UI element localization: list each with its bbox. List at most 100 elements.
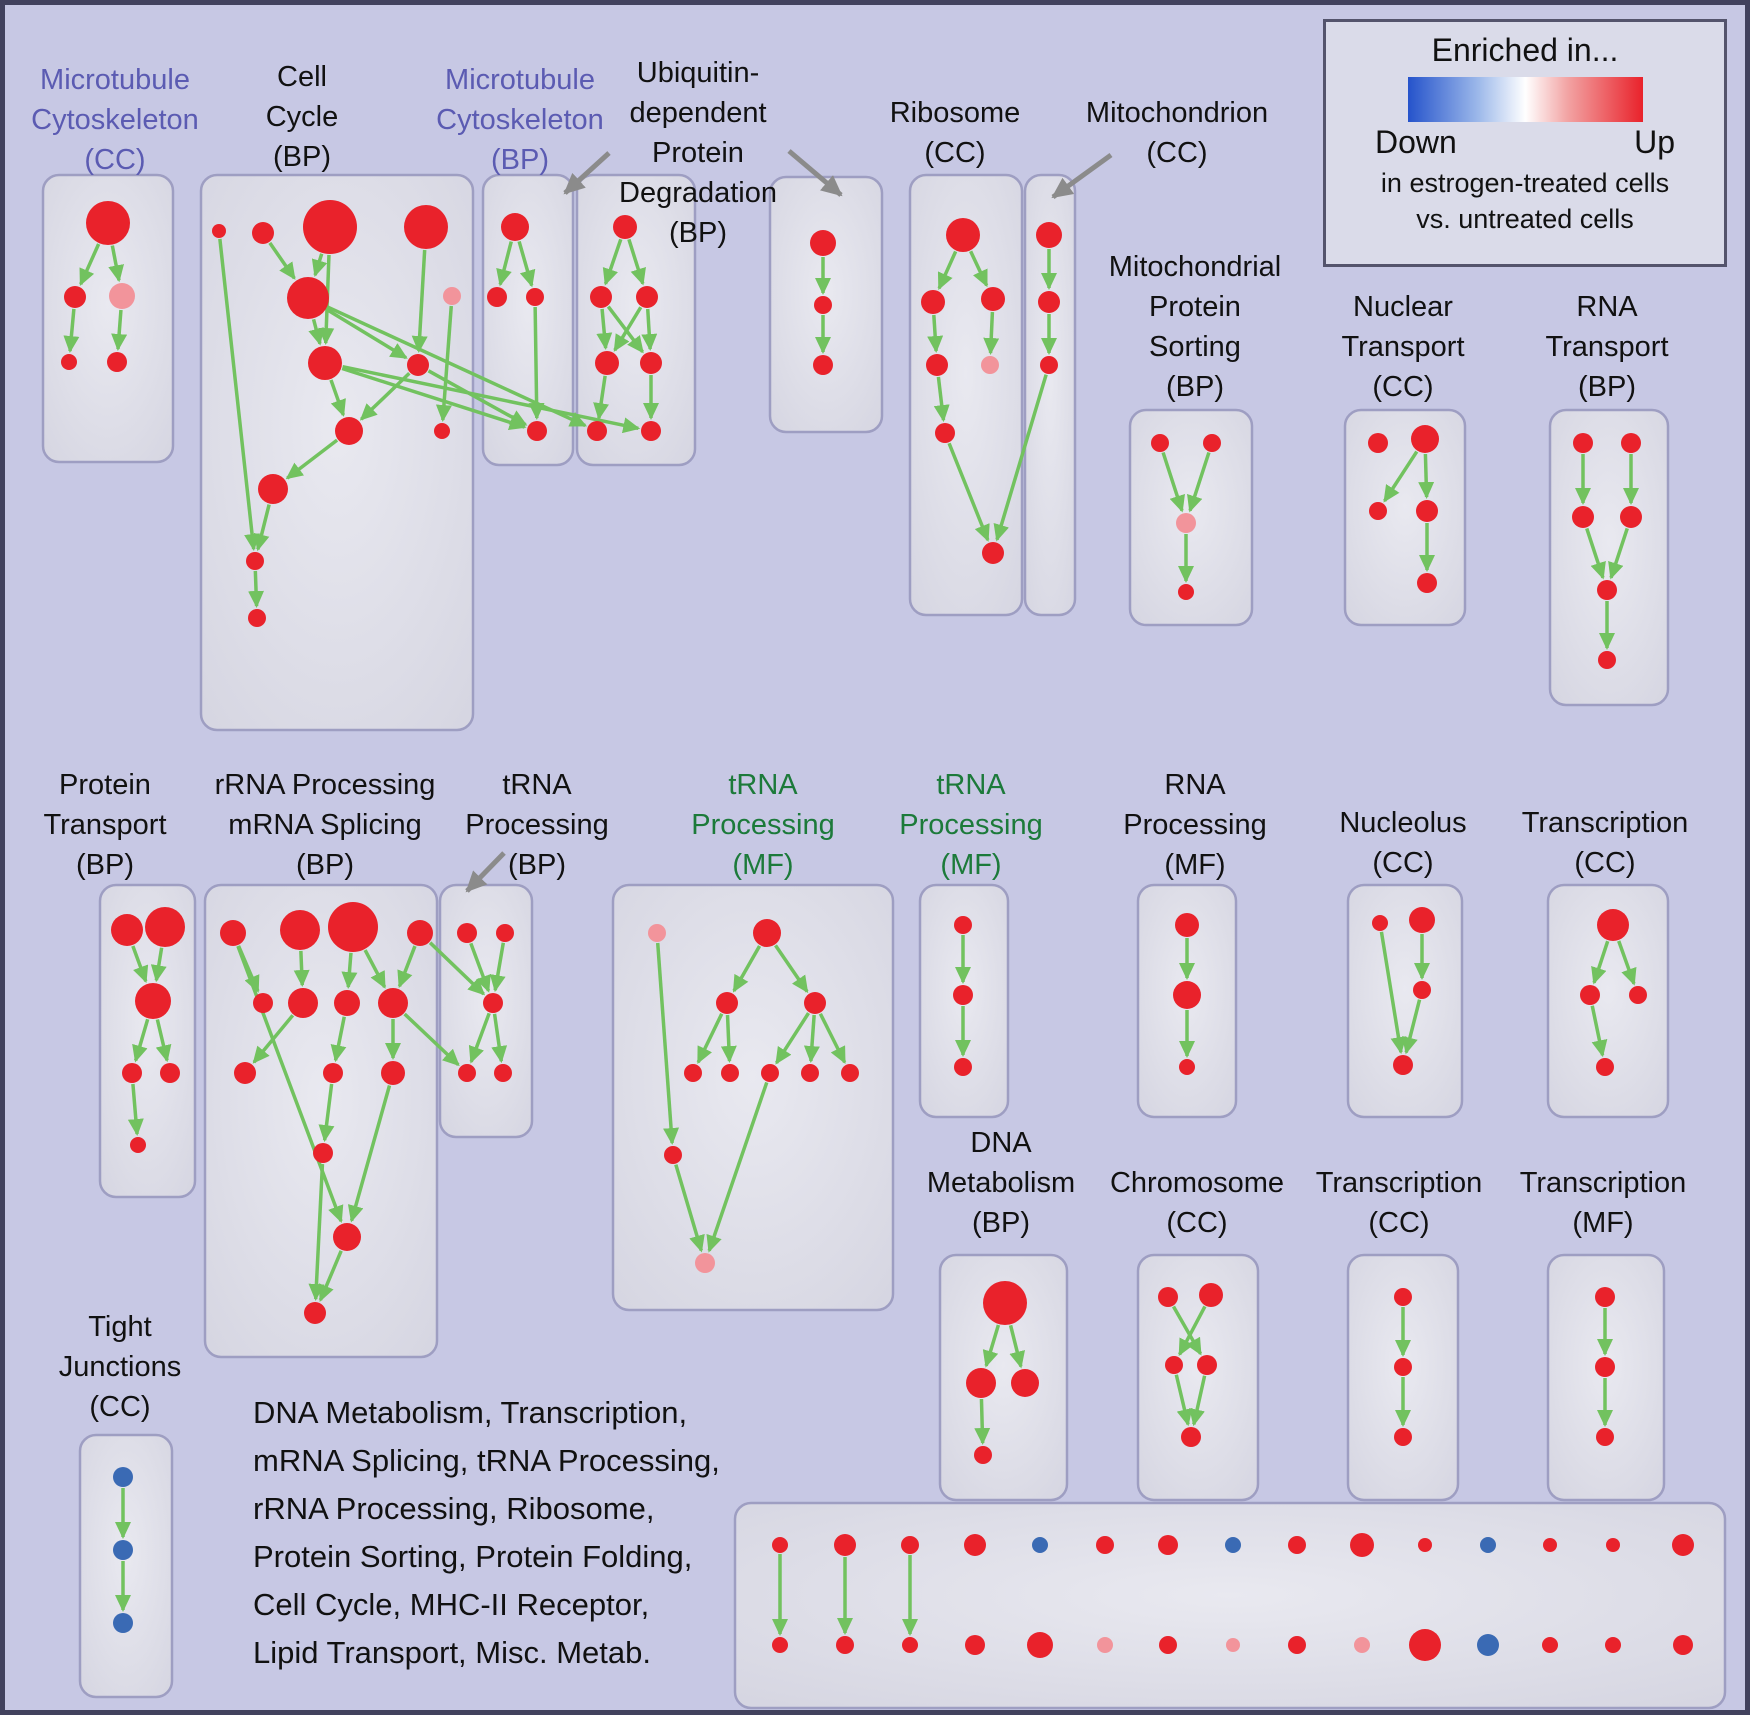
go-term-node — [1394, 1428, 1412, 1446]
edge-arrow — [308, 318, 324, 346]
go-term-node — [1350, 1533, 1374, 1557]
go-term-node — [1179, 1059, 1195, 1075]
go-term-node — [1673, 1635, 1693, 1655]
edge-arrow — [1171, 1305, 1203, 1356]
go-term-node — [636, 286, 658, 308]
edge-arrow — [1189, 1375, 1207, 1427]
go-term-node — [1477, 1634, 1499, 1656]
edge-arrow — [403, 1012, 460, 1067]
go-term-node — [494, 1064, 512, 1082]
go-term-node — [804, 992, 826, 1014]
misc-cluster-label: DNA Metabolism, Transcription, mRNA Spli… — [253, 1395, 720, 1670]
go-term-node — [1097, 1637, 1113, 1653]
go-term-node — [1176, 513, 1196, 533]
go-term-node — [113, 1613, 133, 1633]
group-box-dna-metabolism-bp — [938, 1253, 1069, 1502]
edge-arrow — [1178, 1305, 1207, 1357]
edge-arrow — [468, 1012, 491, 1064]
go-term-node — [303, 200, 357, 254]
go-term-node — [1354, 1637, 1370, 1653]
go-term-node — [404, 205, 448, 249]
edge-arrow — [1585, 527, 1606, 580]
edge-arrow — [427, 369, 528, 427]
group-label-rrna-processing-mrna-splicing-bp: rRNA Processing mRNA Splicing (BP) — [214, 769, 436, 881]
edge-arrow — [330, 1016, 347, 1063]
go-term-node — [1288, 1536, 1306, 1554]
go-term-node — [1393, 1055, 1413, 1075]
go-term-node — [1596, 1058, 1614, 1076]
go-term-node — [841, 1064, 859, 1082]
go-term-node — [253, 993, 273, 1013]
go-term-node — [1165, 1356, 1183, 1374]
go-term-node — [1572, 506, 1594, 528]
edge-arrow — [803, 1014, 820, 1064]
go-term-node — [1480, 1537, 1496, 1553]
go-term-node — [130, 1137, 146, 1153]
group-label-chromosome-cc: Chromosome (CC) — [1109, 1167, 1285, 1239]
go-term-node — [258, 474, 288, 504]
edge-arrow — [927, 314, 944, 354]
go-term-node — [111, 914, 143, 946]
go-term-node — [901, 1536, 919, 1554]
group-box-nuclear-transport-cc — [1343, 408, 1467, 627]
go-term-node — [1159, 1636, 1177, 1654]
go-term-node — [641, 421, 661, 441]
group-label-rna-transport-bp: RNA Transport (BP) — [1545, 291, 1669, 403]
go-term-node — [935, 423, 955, 443]
go-term-node — [443, 287, 461, 305]
go-term-node — [1032, 1537, 1048, 1553]
edge-arrow — [974, 1398, 991, 1446]
go-term-node — [407, 354, 429, 376]
legend-down-label: Down — [1375, 124, 1457, 160]
group-label-ubiquitin-degradation-bp: Ubiquitin- dependent Protein Degradation… — [619, 57, 777, 249]
legend-up-label: Up — [1634, 124, 1675, 160]
edge-arrow — [342, 364, 641, 434]
edge-arrow — [1617, 940, 1637, 986]
group-label-trna-processing-bp: tRNA Processing (BP) — [465, 769, 609, 881]
edge-arrow — [1174, 1374, 1193, 1427]
go-term-node — [974, 1446, 992, 1464]
go-term-node — [1597, 580, 1617, 600]
go-term-node — [810, 230, 836, 256]
edge-arrow — [218, 238, 261, 552]
edge-arrow — [982, 1324, 1001, 1368]
go-term-node — [954, 916, 972, 934]
go-term-node — [1416, 500, 1438, 522]
go-term-node — [1181, 1427, 1201, 1447]
go-term-node — [753, 919, 781, 947]
go-term-node — [590, 286, 612, 308]
group-label-mitochondrion-cc: Mitochondrion (CC) — [1085, 97, 1269, 169]
go-term-node — [252, 222, 274, 244]
group-label-rna-processing-mf: RNA Processing (MF) — [1123, 769, 1267, 881]
group-box-rna-transport-bp — [1548, 408, 1670, 707]
go-term-node — [613, 215, 637, 239]
edge-arrow — [311, 253, 328, 277]
go-term-node — [220, 920, 246, 946]
group-box-transcription-cc — [1546, 883, 1670, 1119]
edge-arrow — [131, 945, 149, 984]
go-term-node — [1606, 1538, 1620, 1552]
edge-arrow — [155, 1019, 172, 1063]
go-term-node — [328, 902, 378, 952]
go-term-node — [113, 1540, 133, 1560]
group-label-nucleolus-cc: Nucleolus (CC) — [1339, 807, 1467, 879]
edge-arrow — [491, 1013, 508, 1064]
edge-arrow — [325, 307, 408, 360]
go-term-node — [457, 923, 477, 943]
edge-arrow — [285, 438, 339, 480]
group-label-nuclear-transport-cc: Nuclear Transport (CC) — [1341, 291, 1465, 403]
go-term-node — [487, 287, 507, 307]
go-term-node — [1151, 434, 1169, 452]
edge-arrow — [969, 250, 989, 288]
go-term-node — [966, 1368, 996, 1398]
go-term-node — [234, 1062, 256, 1084]
go-term-node — [1409, 1629, 1441, 1661]
edge-arrow — [774, 944, 809, 994]
go-term-node — [965, 1635, 985, 1655]
legend-gradient-bar — [1407, 77, 1643, 122]
group-box-misc-cluster — [733, 1501, 1727, 1710]
group-label-trna-processing-mf-b: tRNA Processing (MF) — [899, 769, 1043, 881]
go-term-node — [1629, 986, 1647, 1004]
group-label-ribosome-cc: Ribosome (CC) — [889, 97, 1021, 169]
go-term-node — [1620, 506, 1642, 528]
